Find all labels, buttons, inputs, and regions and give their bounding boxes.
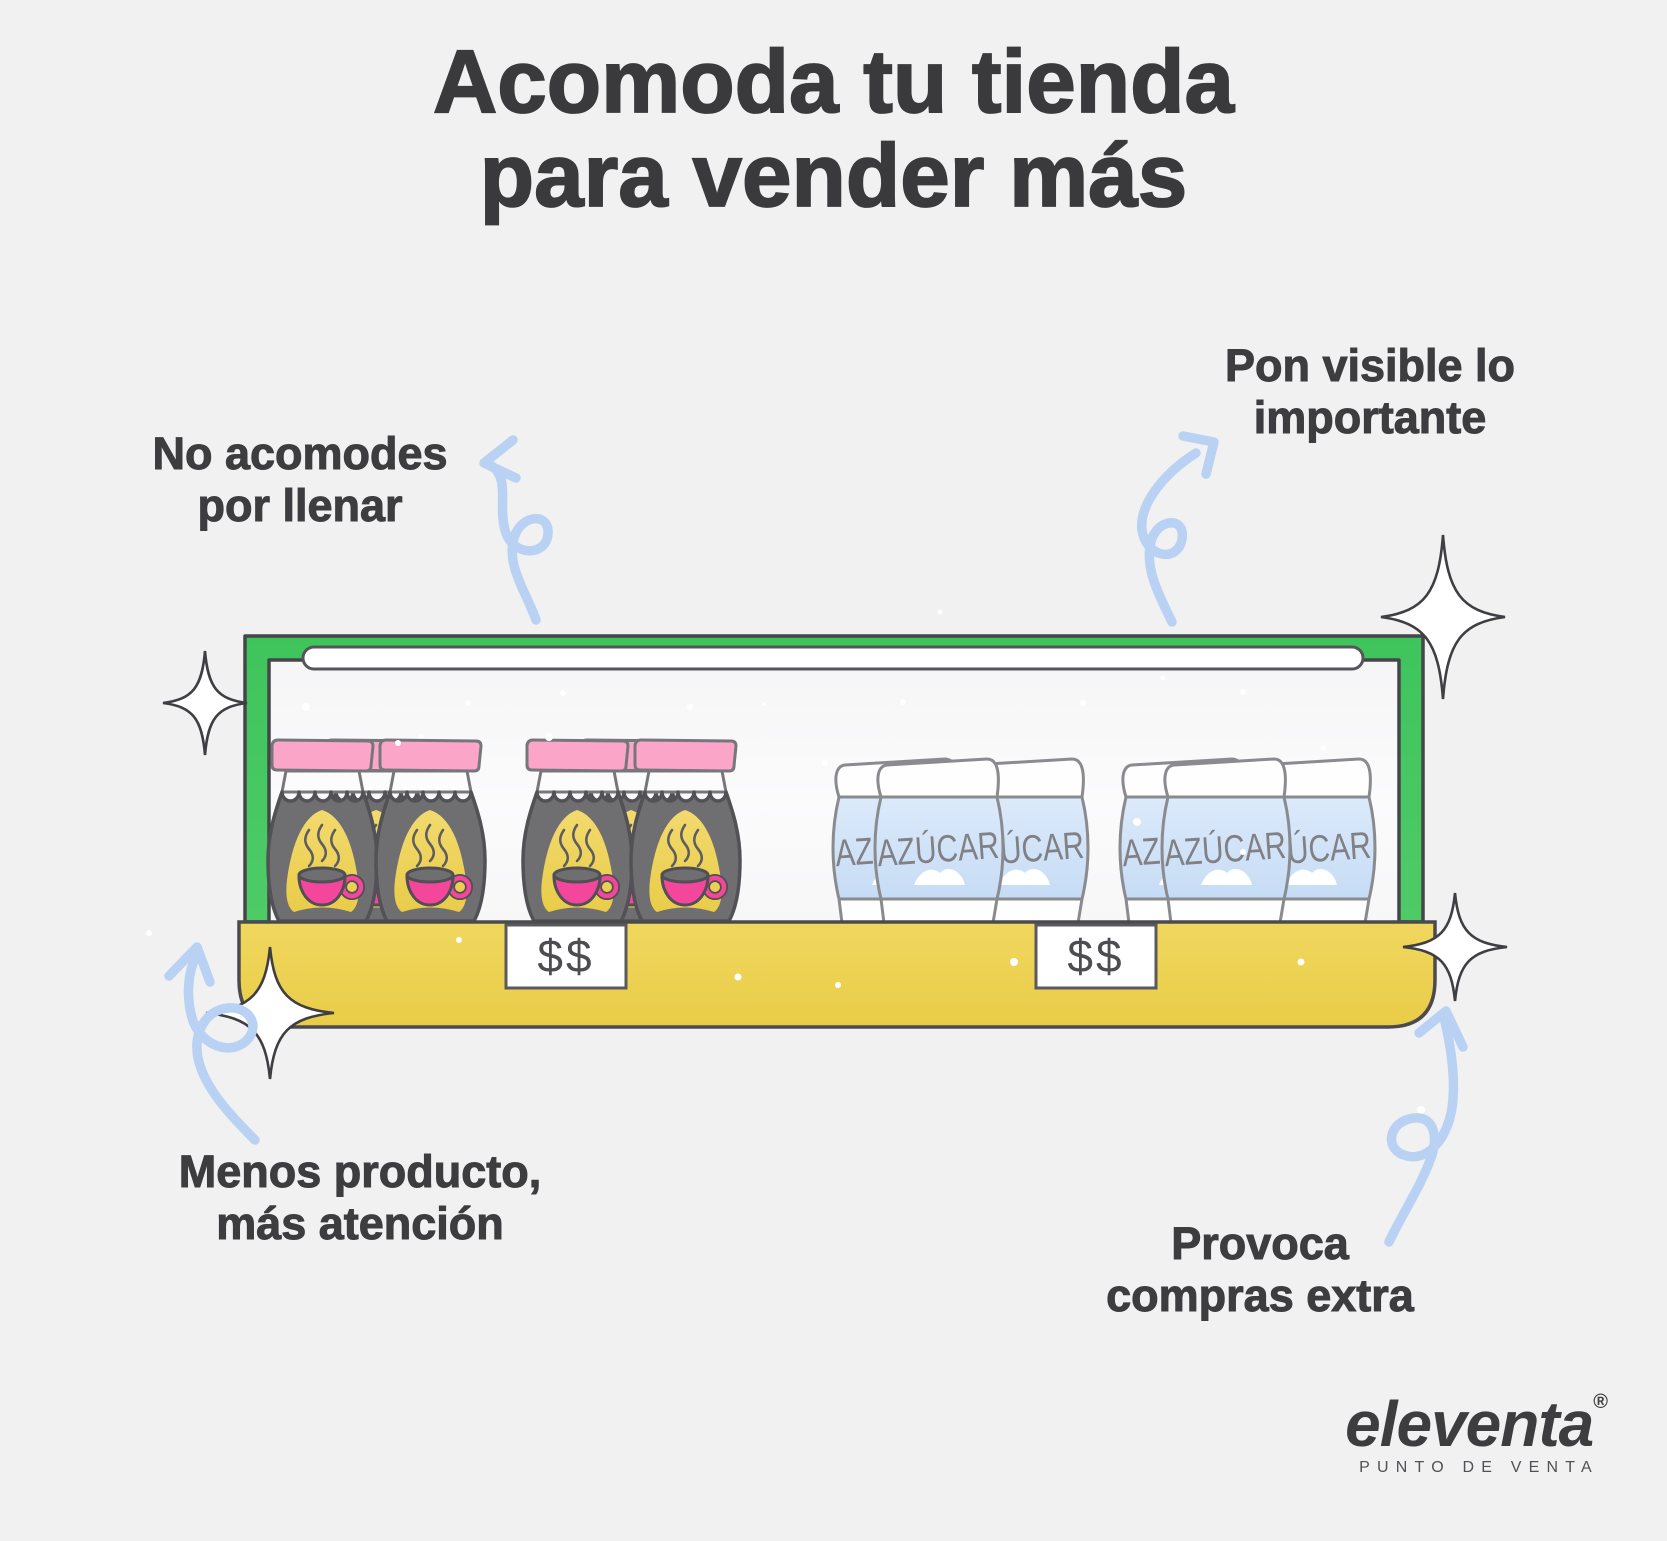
sugar-bag-label: AZÚCAR [876,824,1001,875]
page-title: Acomoda tu tienda para vender más [0,31,1667,226]
price-tag-label: $$ [1067,930,1124,982]
registered-mark: ® [1593,1391,1608,1413]
curly-arrow-top-right-icon [1137,431,1219,627]
price-tag-label: $$ [537,930,594,982]
sugar-bag-label: AZÚCAR [1163,824,1288,875]
coffee-jar [631,740,740,921]
eleventa-logo: eleventa® PUNTO DE VENTA [1345,1391,1608,1477]
logo-wordmark: eleventa® [1345,1391,1608,1456]
annotation-provoca-compras: Provoca compras extra [1050,1218,1470,1322]
annotation-line: importante [1253,392,1487,444]
curly-arrow-top-left-icon [479,435,553,625]
annotation-line: compras extra [1106,1270,1415,1322]
sugar-bag-cluster: AZÚCAR AZÚCAR AZÚCAR [1118,757,1377,925]
annotation-no-acomodes: No acomodes por llenar [100,428,500,532]
annotation-pon-visible: Pon visible lo importante [1165,340,1575,444]
coffee-jar [523,740,632,921]
shelf-base [237,920,1437,1029]
annotation-menos-producto: Menos producto, más atención [150,1146,570,1250]
page-title-line1: Acomoda tu tienda [432,31,1235,131]
product-speckles [302,703,1246,855]
logo-name: eleventa [1345,1388,1594,1460]
curly-arrow-bottom-right-icon [1384,1006,1468,1247]
coffee-jar [268,740,377,921]
annotation-line: por llenar [197,480,403,532]
coffee-jar-cluster [523,740,740,921]
annotation-line: Provoca [1171,1218,1350,1270]
annotation-line: más atención [216,1198,505,1250]
coffee-jar [376,740,485,921]
price-tag: $$ [1034,923,1158,990]
annotation-line: No acomodes [152,428,448,480]
sugar-bag-cluster: AZÚCAR AZÚCAR AZÚCAR [831,757,1090,925]
page-title-line2: para vender más [479,125,1188,226]
coffee-jar-cluster [268,740,485,921]
logo-tagline: PUNTO DE VENTA [1359,1459,1599,1476]
annotation-line: Menos producto, [178,1146,542,1198]
annotation-line: Pon visible lo [1224,340,1516,392]
shelf-light-tube [301,645,1365,671]
sparkle-icon [163,651,247,755]
curly-arrow-bottom-left-icon [164,942,260,1145]
price-tag: $$ [504,923,628,990]
